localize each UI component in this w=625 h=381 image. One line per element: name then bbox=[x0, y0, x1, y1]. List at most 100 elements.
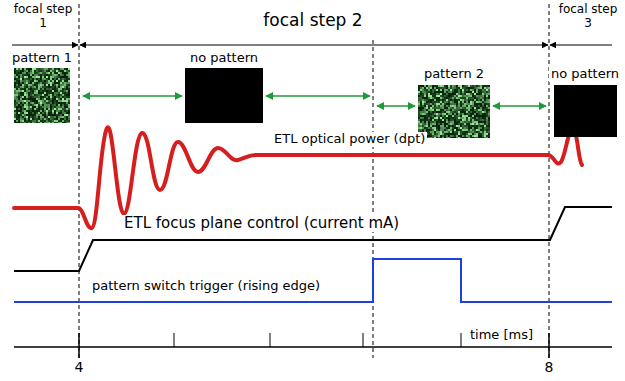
speckle-grain bbox=[34, 96, 36, 98]
speckle-grain bbox=[476, 91, 478, 93]
speckle-grain bbox=[60, 86, 62, 88]
speckle-grain bbox=[450, 85, 452, 87]
speckle-grain bbox=[484, 85, 486, 87]
speckle-grain bbox=[50, 80, 52, 82]
speckle-grain bbox=[424, 109, 426, 111]
speckle-grain bbox=[56, 68, 58, 70]
speckle-grain bbox=[436, 115, 438, 117]
speckle-grain bbox=[44, 92, 46, 94]
speckle-grain bbox=[462, 105, 464, 107]
speckle-grain bbox=[52, 88, 54, 90]
speckle-grain bbox=[24, 76, 26, 78]
speckle-grain bbox=[438, 117, 440, 119]
speckle-grain bbox=[34, 108, 36, 110]
speckle-grain bbox=[38, 92, 40, 94]
speckle-grain bbox=[428, 133, 430, 135]
speckle-grain bbox=[478, 87, 480, 89]
speckle-grain bbox=[44, 100, 46, 102]
speckle-grain bbox=[448, 111, 450, 113]
speckle-grain bbox=[458, 103, 460, 105]
speckle-grain bbox=[422, 87, 424, 89]
speckle-grain bbox=[56, 80, 58, 82]
speckle-grain bbox=[452, 87, 454, 89]
speckle-grain bbox=[452, 107, 454, 109]
speckle-grain bbox=[36, 106, 38, 108]
speckle-grain bbox=[440, 107, 442, 109]
speckle-grain bbox=[32, 122, 34, 123]
speckle-grain bbox=[456, 119, 458, 121]
speckle-grain bbox=[446, 99, 448, 101]
speckle-grain bbox=[420, 85, 422, 87]
speckle-grain bbox=[466, 115, 468, 117]
speckle-grain bbox=[34, 118, 36, 120]
speckle-grain bbox=[442, 121, 444, 123]
speckle-grain bbox=[422, 91, 424, 93]
speckle-grain bbox=[420, 119, 422, 121]
speckle-grain bbox=[432, 127, 434, 129]
speckle-grain bbox=[456, 129, 458, 131]
speckle-grain bbox=[438, 125, 440, 127]
speckle-grain bbox=[448, 121, 450, 123]
speckle-grain bbox=[448, 87, 450, 89]
speckle-grain bbox=[50, 70, 52, 72]
speckle-grain bbox=[448, 125, 450, 127]
speckle-grain bbox=[20, 110, 22, 112]
speckle-grain bbox=[426, 115, 428, 117]
speckle-grain bbox=[432, 135, 434, 137]
speckle-grain bbox=[14, 82, 16, 84]
speckle-grain bbox=[64, 110, 66, 112]
speckle-grain bbox=[28, 90, 30, 92]
speckle-grain bbox=[32, 74, 34, 76]
speckle-grain bbox=[468, 85, 470, 87]
speckle-grain bbox=[42, 82, 44, 84]
speckle-grain bbox=[54, 86, 56, 88]
speckle-grain bbox=[446, 95, 448, 97]
speckle-grain bbox=[16, 102, 18, 104]
speckle-grain bbox=[56, 88, 58, 90]
speckle-grain bbox=[68, 72, 70, 74]
speckle-grain bbox=[486, 119, 488, 121]
speckle-grain bbox=[444, 89, 446, 91]
speckle-grain bbox=[464, 85, 466, 87]
speckle-grain bbox=[468, 115, 470, 117]
speckle-grain bbox=[442, 113, 444, 115]
speckle-grain bbox=[464, 101, 466, 103]
speckle-grain bbox=[434, 129, 436, 131]
speckle-grain bbox=[42, 90, 44, 92]
speckle-grain bbox=[460, 115, 462, 117]
speckle-grain bbox=[52, 82, 54, 84]
speckle-grain bbox=[44, 96, 46, 98]
speckle-grain bbox=[48, 68, 50, 70]
speckle-grain bbox=[18, 68, 20, 70]
speckle-grain bbox=[426, 103, 428, 105]
speckle-grain bbox=[422, 113, 424, 115]
speckle-grain bbox=[450, 101, 452, 103]
speckle-grain bbox=[18, 94, 20, 96]
speckle-grain bbox=[30, 78, 32, 80]
speckle-grain bbox=[34, 116, 36, 118]
speckle-grain bbox=[64, 80, 66, 82]
speckle-grain bbox=[48, 98, 50, 100]
speckle-grain bbox=[18, 116, 20, 118]
speckle-grain bbox=[422, 95, 424, 97]
speckle-grain bbox=[452, 113, 454, 115]
speckle-grain bbox=[42, 94, 44, 96]
speckle-grain bbox=[22, 80, 24, 82]
speckle-grain bbox=[422, 85, 424, 87]
speckle-grain bbox=[474, 135, 476, 137]
speckle-grain bbox=[448, 129, 450, 131]
speckle-grain bbox=[28, 100, 30, 102]
speckle-grain bbox=[52, 92, 54, 94]
speckle-grain bbox=[472, 85, 474, 87]
speckle-grain bbox=[460, 121, 462, 123]
speckle-grain bbox=[464, 133, 466, 135]
speckle-grain bbox=[466, 123, 468, 125]
speckle-grain bbox=[26, 80, 28, 82]
speckle-grain bbox=[36, 74, 38, 76]
speckle-grain bbox=[424, 99, 426, 101]
speckle-grain bbox=[458, 113, 460, 115]
speckle-grain bbox=[54, 102, 56, 104]
speckle-grain bbox=[474, 117, 476, 119]
speckle-grain bbox=[470, 121, 472, 123]
speckle-grain bbox=[466, 111, 468, 113]
